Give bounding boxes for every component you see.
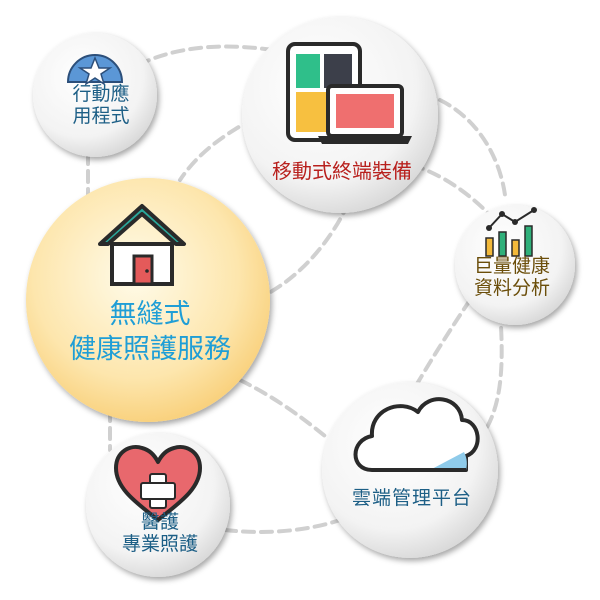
connector-device-bigdata (393, 158, 492, 217)
app-star-icon (66, 54, 124, 86)
node-bigdata (455, 205, 575, 325)
bigdata-label-line1: 巨量健康 (473, 255, 550, 277)
connector-bigdata-cloud-inner (408, 298, 472, 397)
house-icon (98, 204, 186, 286)
bigdata-label: 巨量健康 資料分析 (452, 255, 572, 300)
connector-medical-cloud (223, 518, 342, 534)
chart-growth-icon (485, 207, 537, 257)
connector-device-main (178, 108, 272, 182)
node-app (33, 33, 157, 157)
app-label: 行動應 用程式 (46, 83, 156, 128)
device-label: 移動式終端裝備 (272, 159, 412, 183)
medical-label-line2: 專業照護 (121, 532, 198, 555)
app-label-line1: 行動應 (72, 83, 130, 105)
node-main (26, 178, 270, 422)
node-app-circle (33, 33, 157, 157)
connector-main-cloud (238, 378, 332, 442)
app-label-line2: 用程式 (72, 104, 130, 127)
node-cloud (322, 382, 498, 558)
cloud-icon (353, 397, 480, 472)
bigdata-label-line2: 資料分析 (473, 276, 550, 299)
main-label-line2: 健康照護服務 (69, 333, 231, 365)
heart-cross-icon (114, 445, 202, 522)
cloud-label: 雲端管理平台 (351, 487, 472, 509)
main-label: 無縫式 健康照護服務 (30, 298, 270, 367)
connector-device-bigdata-outer (438, 98, 507, 197)
medical-label-line1: 醫護 (140, 511, 179, 533)
medical-label: 醫護 專業照護 (90, 511, 230, 556)
node-bigdata-circle (455, 205, 575, 325)
tablet-laptop-icon (286, 42, 412, 144)
node-device (242, 17, 438, 213)
main-label-line1: 無縫式 (109, 299, 191, 330)
node-medical (86, 433, 230, 577)
node-main-circle (26, 178, 270, 422)
